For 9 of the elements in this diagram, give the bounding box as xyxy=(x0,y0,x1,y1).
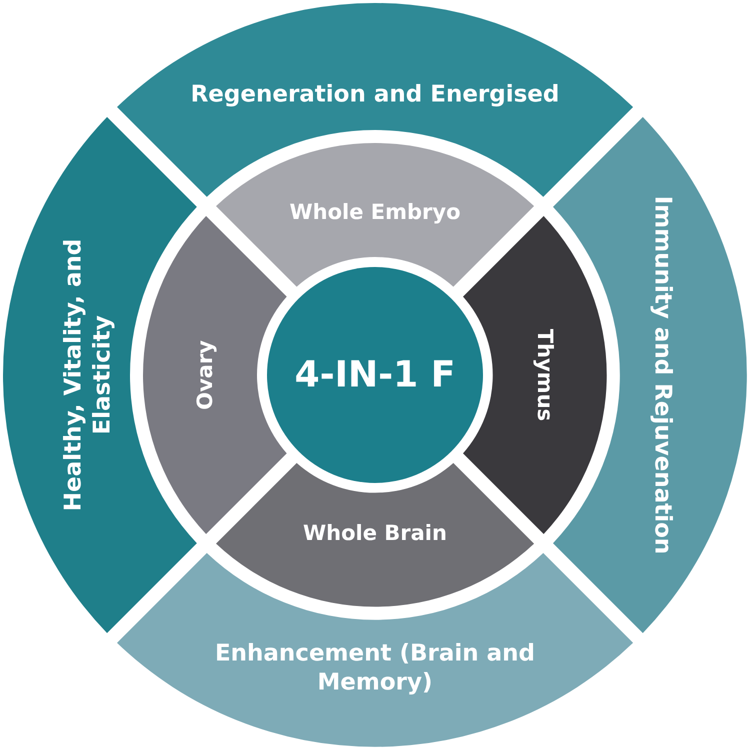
segment-label: Enhancement (Brain and Memory) xyxy=(214,639,536,697)
segment-label: Whole Brain xyxy=(302,520,448,546)
segment-label: Regeneration and Energised xyxy=(190,80,560,110)
segment-label: Ovary xyxy=(192,339,218,412)
segment-label: Thymus xyxy=(532,328,558,424)
segment-label: Immunity and Rejuvenation xyxy=(648,194,676,556)
segment-label: Healthy, Vitality, and Elasticity xyxy=(59,238,116,514)
segment-label: Whole Embryo xyxy=(288,198,462,226)
segment-label: 4-IN-1 F xyxy=(294,354,456,398)
